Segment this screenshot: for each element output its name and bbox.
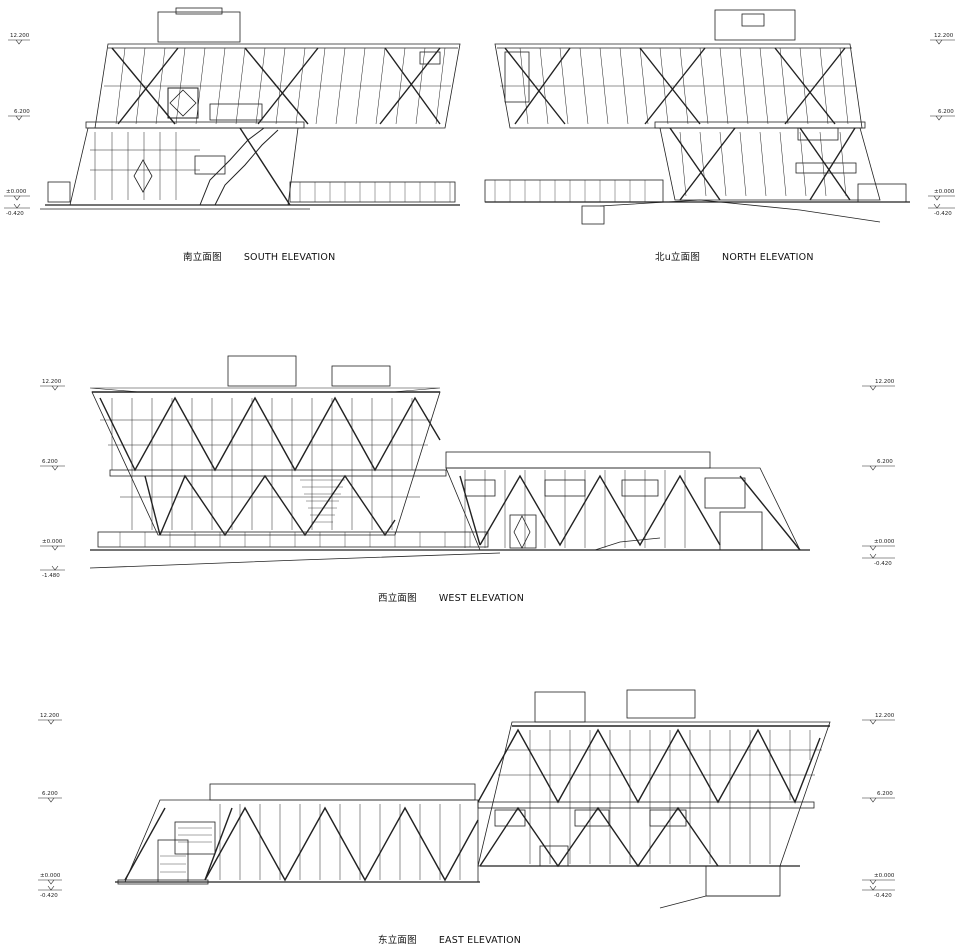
caption-west-cn: 西立面图: [378, 593, 417, 604]
level-marker-west-left-12200: 12.200: [40, 379, 65, 391]
svg-text:12.200: 12.200: [875, 713, 895, 719]
svg-text:±0.000: ±0.000: [874, 539, 895, 545]
svg-text:12.200: 12.200: [10, 33, 30, 39]
west-elevation-drawing: [89, 355, 810, 569]
caption-west-en: WEST ELEVATION: [438, 593, 524, 604]
level-marker-south-12200: 12.200: [8, 33, 30, 45]
south-elevation-drawing: [40, 7, 461, 210]
level-marker-north-12200: 12.200: [930, 33, 955, 45]
caption-north-cn: 北u立面图: [655, 252, 701, 263]
caption-north-elevation: 北u立面图 NORTH ELEVATION: [655, 249, 814, 263]
svg-text:6.200: 6.200: [877, 459, 893, 465]
level-marker-west-left-6200: 6.200: [40, 459, 65, 471]
level-marker-west-right-6200: 6.200: [862, 459, 895, 471]
svg-text:-0.420: -0.420: [934, 211, 952, 217]
svg-text:-0.420: -0.420: [6, 211, 24, 217]
level-marker-south-0420: -0.420: [4, 203, 30, 217]
svg-text:-0.420: -0.420: [874, 561, 892, 567]
svg-text:12.200: 12.200: [934, 33, 954, 39]
level-marker-east-right-0000: ±0.000: [862, 873, 895, 885]
caption-east-en: EAST ELEVATION: [438, 935, 522, 946]
svg-text:12.200: 12.200: [42, 379, 62, 385]
svg-text:6.200: 6.200: [938, 109, 954, 115]
svg-text:±0.000: ±0.000: [6, 189, 27, 195]
caption-east-cn: 东立面图: [378, 935, 417, 946]
svg-text:12.200: 12.200: [40, 713, 60, 719]
level-marker-east-left-12200: 12.200: [38, 713, 62, 725]
svg-text:±0.000: ±0.000: [42, 539, 63, 545]
level-marker-west-right-0420: -0.420: [862, 553, 895, 567]
level-markers: 12.200 6.200 ±0.000 -0.420 12.200 6.200 …: [4, 33, 955, 899]
caption-north-en: NORTH ELEVATION: [722, 252, 814, 263]
level-marker-west-right-12200: 12.200: [862, 379, 895, 391]
level-marker-east-right-0420: -0.420: [862, 885, 895, 899]
caption-west-elevation: 西立面图 WEST ELEVATION: [378, 590, 524, 604]
level-marker-south-0000: ±0.000: [4, 189, 30, 201]
svg-text:6.200: 6.200: [14, 109, 30, 115]
caption-south-elevation: 南立面图 SOUTH ELEVATION: [183, 249, 335, 263]
caption-east-elevation: 东立面图 EAST ELEVATION: [378, 932, 521, 946]
svg-text:-0.420: -0.420: [40, 893, 58, 899]
svg-text:-1.480: -1.480: [42, 573, 60, 579]
level-marker-west-right-0000: ±0.000: [862, 539, 895, 551]
svg-text:±0.000: ±0.000: [40, 873, 61, 879]
level-marker-east-right-12200: 12.200: [862, 713, 895, 725]
svg-text:±0.000: ±0.000: [874, 873, 895, 879]
caption-south-en: SOUTH ELEVATION: [243, 252, 336, 263]
level-marker-east-left-0420: -0.420: [38, 885, 62, 899]
caption-south-cn: 南立面图: [183, 252, 222, 263]
level-marker-east-left-0000: ±0.000: [38, 873, 62, 885]
east-elevation-drawing: [115, 689, 831, 909]
level-marker-east-left-6200: 6.200: [38, 791, 62, 803]
north-elevation-drawing: [484, 9, 910, 225]
svg-text:6.200: 6.200: [42, 791, 58, 797]
level-marker-south-6200: 6.200: [8, 109, 30, 121]
level-marker-west-left-1480: -1.480: [40, 565, 65, 579]
level-marker-north-0420: -0.420: [928, 203, 955, 217]
svg-text:6.200: 6.200: [42, 459, 58, 465]
level-marker-north-0000: ±0.000: [928, 189, 955, 201]
level-marker-west-left-0000: ±0.000: [40, 539, 65, 551]
svg-text:12.200: 12.200: [875, 379, 895, 385]
svg-text:6.200: 6.200: [877, 791, 893, 797]
svg-text:±0.000: ±0.000: [934, 189, 955, 195]
svg-text:-0.420: -0.420: [874, 893, 892, 899]
level-marker-north-6200: 6.200: [930, 109, 955, 121]
level-marker-east-right-6200: 6.200: [862, 791, 895, 803]
